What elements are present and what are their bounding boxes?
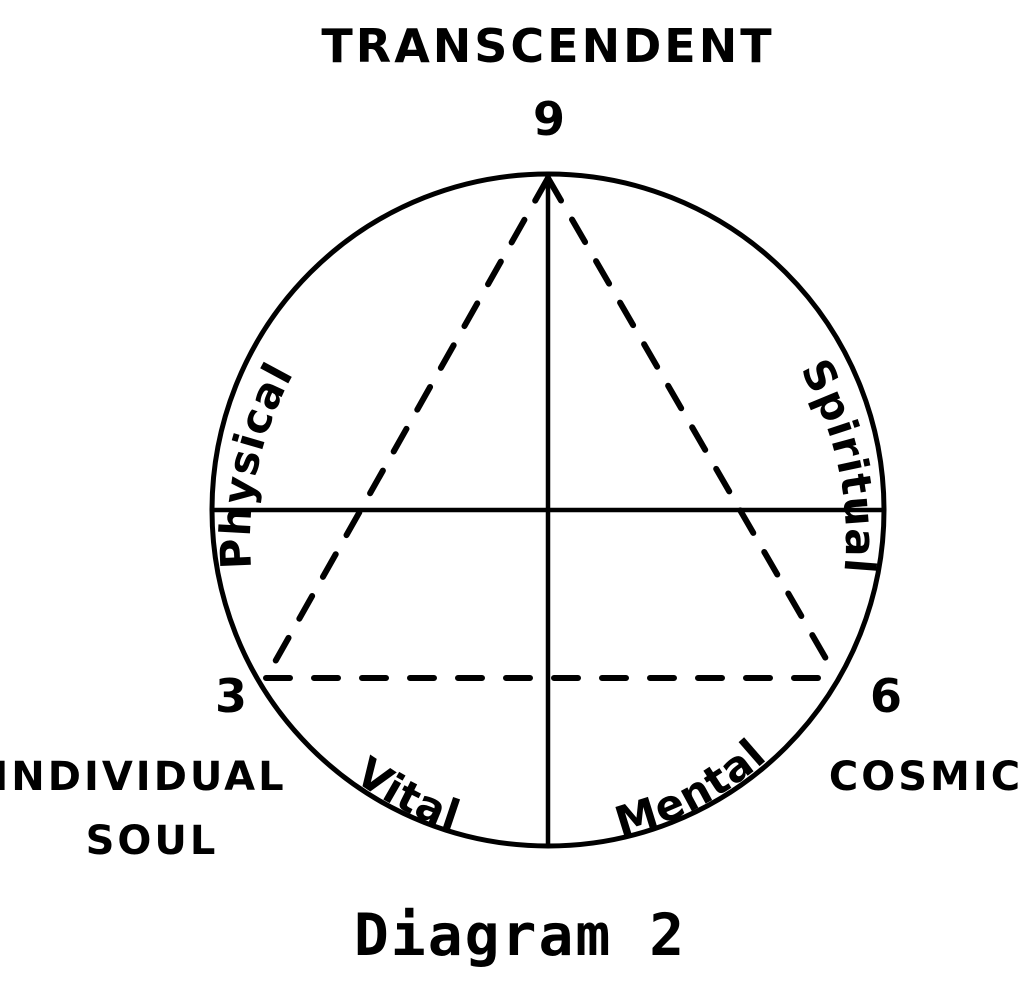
arc-label-physical: Physical [211,354,303,570]
arc-label-vital-text: Vital [347,747,465,840]
arc-label-spiritual: Spiritual [791,351,885,576]
label-cosmic: COSMIC [829,754,1023,800]
number-6: 6 [870,669,902,723]
figure-caption: Diagram 2 [354,901,686,969]
triangle-edge-9-3 [264,175,551,679]
arc-label-vital: Vital [347,747,466,840]
arc-label-spiritual-text: Spiritual [791,351,884,576]
number-9: 9 [533,92,565,146]
label-transcendent: TRANSCENDENT [321,19,774,73]
label-individual: INDIVIDUAL [0,754,287,800]
arc-label-physical-text: Physical [211,354,302,570]
label-soul: SOUL [86,818,219,864]
arc-label-mental: Mental [609,729,775,847]
triangle-edge-9-6 [545,175,839,679]
arc-label-mental-text: Mental [609,729,774,847]
number-3: 3 [215,669,247,723]
